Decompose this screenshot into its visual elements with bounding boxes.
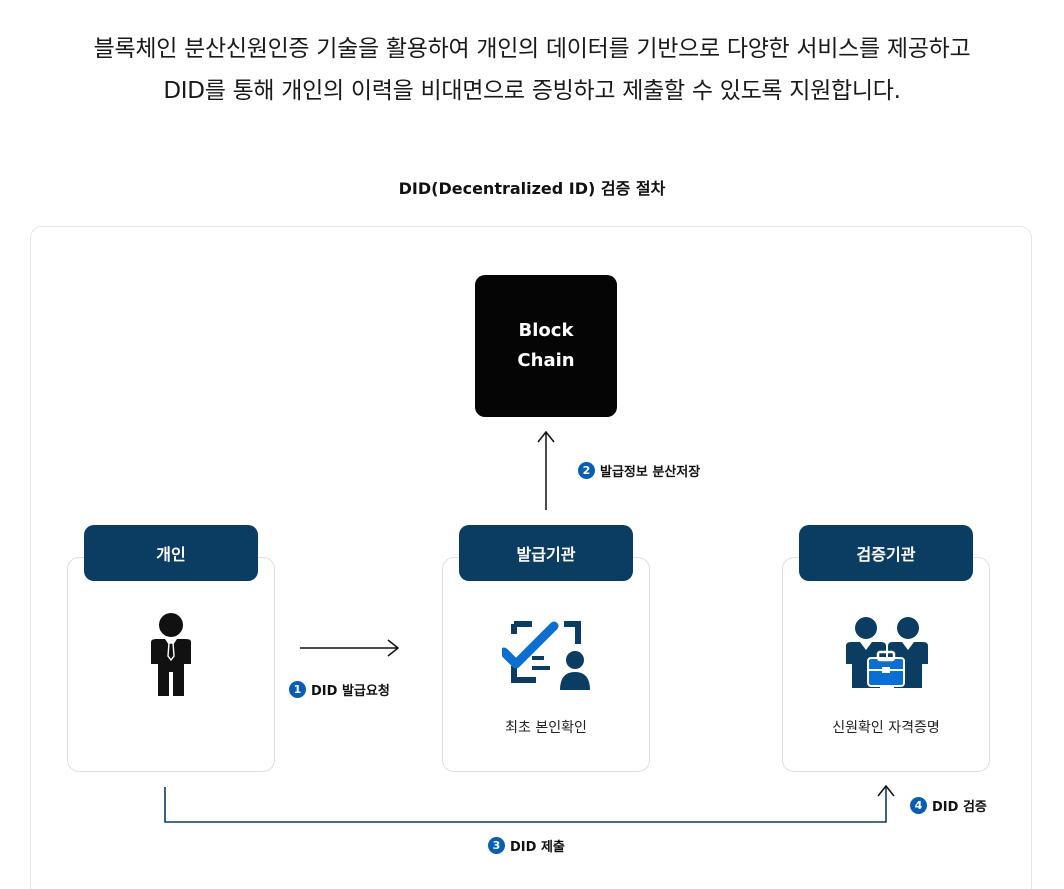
step-2-label: 2 발급정보 분산저장 (578, 461, 700, 480)
step-4-badge: 4 (910, 797, 927, 814)
blockchain-label-1: Block (518, 320, 574, 341)
step-4-text: DID 검증 (932, 800, 987, 815)
step-2-text: 발급정보 분산저장 (600, 465, 701, 480)
blockchain-box: Block Chain (475, 275, 617, 417)
step-3-text: DID 제출 (510, 840, 565, 855)
intro-line-2: DID를 통해 개인의 이력을 비대면으로 증빙하고 제출할 수 있도록 지원합… (163, 78, 901, 104)
arrow-step-3-4 (164, 784, 895, 823)
node-label-issuer: 발급기관 (459, 525, 633, 581)
person-icon (151, 613, 191, 696)
intro-line-1: 블록체인 분산신원인증 기술을 활용하여 개인의 데이터를 기반으로 다양한 서… (93, 36, 971, 62)
card-issuer (442, 557, 650, 772)
card-verifier (782, 557, 990, 772)
step-4-label: 4 DID 검증 (910, 796, 987, 815)
step-3-label: 3 DID 제출 (488, 836, 565, 855)
id-verification-icon (502, 621, 590, 690)
step-3-badge: 3 (488, 837, 505, 854)
step-1-label: 1 DID 발급요청 (289, 680, 390, 699)
issuer-caption: 최초 본인확인 (505, 720, 587, 736)
verifier-team-icon (846, 617, 928, 688)
diagram-title: DID(Decentralized ID) 검증 절차 (398, 179, 666, 198)
step-1-badge: 1 (289, 681, 306, 698)
node-label-verifier: 검증기관 (799, 525, 973, 581)
intro-text: 블록체인 분산신원인증 기술을 활용하여 개인의 데이터를 기반으로 다양한 서… (0, 28, 1064, 112)
arrow-step-2 (537, 430, 555, 510)
node-label-personal: 개인 (84, 525, 258, 581)
step-1-text: DID 발급요청 (311, 684, 390, 699)
step-2-badge: 2 (578, 462, 595, 479)
blockchain-label-2: Chain (517, 350, 575, 371)
arrow-step-1 (300, 639, 400, 657)
verifier-caption: 신원확인 자격증명 (832, 720, 940, 736)
